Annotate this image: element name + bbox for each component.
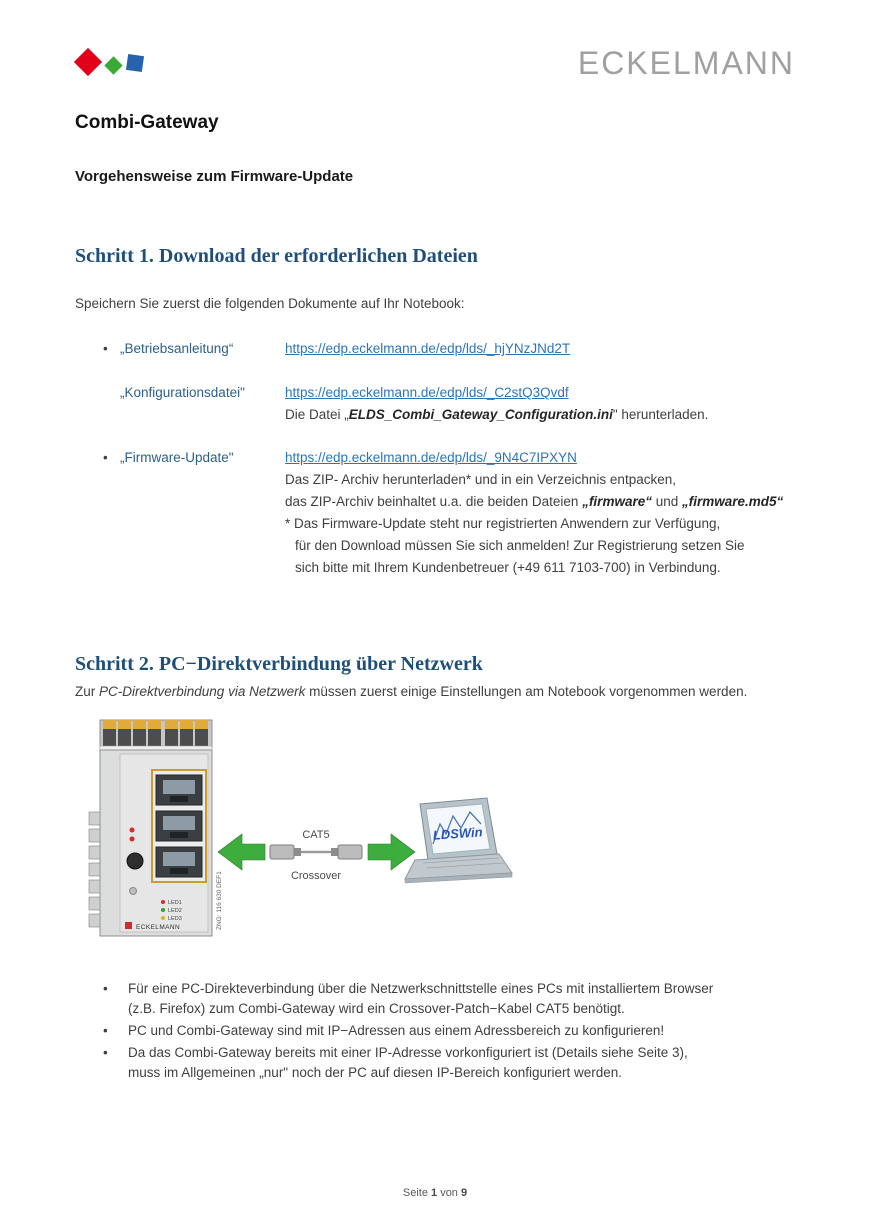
power-led-icon — [129, 836, 135, 842]
led3-label: LED3 — [168, 916, 182, 922]
screw-icon — [129, 887, 137, 895]
konfigurationsdatei-link[interactable]: https://edp.eckelmann.de/edp/lds/_C2stQ3… — [285, 385, 569, 400]
doc-label: „Konfigurationsdatei" — [120, 385, 245, 400]
list-item-konfigurationsdatei: „Konfigurationsdatei" https://edp.eckelm… — [75, 382, 795, 404]
eckelmann-logo — [73, 47, 153, 78]
footer-page-number: 1 — [431, 1187, 438, 1199]
connection-diagram: LED1 LED2 LED3 ECKELMANN ZNG: 116 630 DE… — [75, 716, 870, 961]
device-brand-label: ECKELMANN — [136, 924, 180, 931]
download-list: „Betriebsanleitung“ https://edp.eckelman… — [75, 338, 795, 579]
intro-text: Zur — [75, 684, 100, 699]
laptop-icon: LDSWin — [404, 797, 513, 884]
page-title: Combi-Gateway — [75, 112, 219, 133]
cable-crossover-label: Crossover — [291, 870, 341, 882]
logo-red-diamond-icon — [73, 47, 103, 77]
page-subtitle: Vorgehensweise zum Firmware-Update — [75, 168, 354, 185]
firmware-note-line4: für den Download müssen Sie sich anmelde… — [295, 538, 745, 553]
bullet-line: muss im Allgemeinen „nur" noch der PC au… — [128, 1065, 623, 1080]
combi-gateway-device: LED1 LED2 LED3 ECKELMANN ZNG: 116 630 DE… — [88, 719, 223, 937]
betriebsanleitung-link[interactable]: https://edp.eckelmann.de/edp/lds/_hjYNzJ… — [285, 341, 571, 356]
list-item-betriebsanleitung: „Betriebsanleitung“ https://edp.eckelman… — [75, 338, 795, 360]
doc-label: „Firmware-Update" — [120, 450, 234, 465]
note-text: und — [651, 494, 682, 509]
intro-italic-text: PC-Direktverbindung via Netzwerk — [99, 684, 306, 699]
terminal-blocks-icon — [99, 719, 213, 751]
footer-word-page: Seite — [402, 1187, 428, 1199]
config-file-name: ELDS_Combi_Gateway_Configuration.ini — [348, 407, 613, 422]
ldswin-label: LDSWin — [432, 824, 483, 842]
bullet-item-2: PC und Combi-Gateway sind mit IP−Adresse… — [75, 1021, 795, 1041]
firmware-note-line1: Das ZIP- Archiv herunterladen* und in ei… — [285, 472, 676, 487]
firmware-md5-file-name: „firmware.md5“ — [682, 494, 784, 509]
intro-text: müssen zuerst einige Einstellungen am No… — [305, 684, 748, 699]
logo-green-diamond-icon — [104, 56, 123, 75]
section2-heading: Schritt 2. PC−Direktverbindung über Netz… — [75, 653, 483, 675]
bullet-line: PC und Combi-Gateway sind mit IP−Adresse… — [128, 1023, 665, 1038]
bullet-line: (z.B. Firefox) zum Combi-Gateway wird ei… — [128, 1001, 625, 1016]
footer-word-of: von — [440, 1187, 458, 1199]
device-knob — [126, 852, 144, 870]
diagram-svg: LED1 LED2 LED3 ECKELMANN ZNG: 116 630 DE… — [88, 719, 513, 937]
konfigurationsdatei-note: Die Datei „ELDS_Combi_Gateway_Configurat… — [75, 404, 795, 426]
device-logo-icon — [125, 922, 132, 929]
section2-bullet-list: Für eine PC-Direkteverbindung über die N… — [75, 979, 795, 1083]
led2-label: LED2 — [168, 908, 182, 914]
list-item-firmware-update: „Firmware-Update" https://edp.eckelmann.… — [75, 447, 795, 469]
note-text: das ZIP-Archiv beinhaltet u.a. die beide… — [285, 494, 583, 509]
section1-heading: Schritt 1. Download der erforderlichen D… — [75, 245, 478, 267]
arrow-left-icon — [217, 833, 266, 871]
bullet-line: Für eine PC-Direkteverbindung über die N… — [128, 981, 714, 996]
brand-wordmark: ECKELMANN — [577, 45, 795, 81]
bullet-item-1: Für eine PC-Direkteverbindung über die N… — [75, 979, 795, 1019]
power-led-icon — [129, 827, 135, 833]
device-code-label: ZNG: 116 630 DEF1 — [216, 871, 223, 930]
firmware-note-line3: * Das Firmware-Update steht nur registri… — [285, 516, 721, 531]
side-connectors-icon — [88, 811, 101, 928]
arrow-right-icon — [367, 833, 416, 871]
led1-label: LED1 — [168, 900, 182, 906]
ethernet-ports-icon — [151, 769, 207, 883]
page-footer: Seite 1 von 9 — [0, 1187, 870, 1199]
spacer — [75, 360, 795, 382]
led-indicators: LED1 LED2 LED3 — [161, 900, 182, 922]
firmware-note-line2: das ZIP-Archiv beinhaltet u.a. die beide… — [75, 491, 795, 513]
cat5-cable-icon: CAT5 Crossover — [269, 829, 363, 882]
spacer — [75, 426, 795, 447]
doc-label: „Betriebsanleitung“ — [120, 341, 234, 356]
footer-total-pages: 9 — [461, 1187, 468, 1199]
section2-intro: Zur PC-Direktverbindung via Netzwerk müs… — [75, 682, 795, 702]
cable-type-label: CAT5 — [302, 829, 329, 841]
note-text: " herunterladen. — [612, 407, 709, 422]
firmware-note-line5: sich bitte mit Ihrem Kundenbetreuer (+49… — [295, 560, 721, 575]
bullet-item-3: Da das Combi-Gateway bereits mit einer I… — [75, 1043, 795, 1083]
note-text: Die Datei „ — [285, 407, 349, 422]
page-header: ECKELMANN — [0, 0, 870, 81]
firmware-file-name: „firmware“ — [582, 494, 652, 509]
bullet-line: Da das Combi-Gateway bereits mit einer I… — [128, 1045, 688, 1060]
firmware-update-link[interactable]: https://edp.eckelmann.de/edp/lds/_9N4C7I… — [285, 450, 577, 465]
section1-intro: Speichern Sie zuerst die folgenden Dokum… — [75, 296, 465, 311]
logo-blue-square-icon — [125, 53, 145, 73]
